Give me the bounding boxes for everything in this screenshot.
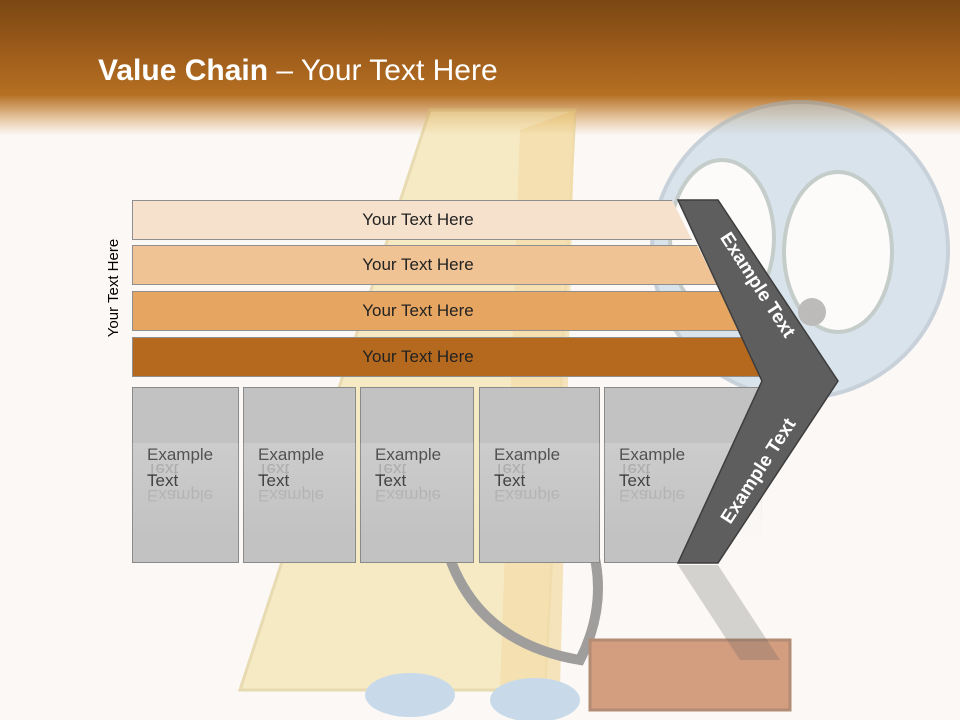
box-1-line-2: Text — [147, 468, 237, 494]
band-label-4: Your Text Here — [362, 347, 474, 366]
title-bold: Value Chain — [98, 54, 269, 87]
title-rest: – Your Text Here — [268, 54, 498, 87]
box-2-line-2: Text — [258, 468, 348, 494]
activity-box-2: Example Text — [243, 387, 356, 563]
value-band-4: Your Text Here — [132, 337, 764, 377]
box-5-line-1: Example — [619, 442, 709, 468]
box-3-line-1: Example — [375, 442, 465, 468]
box-1-line-1: Example — [147, 442, 237, 468]
box-4-line-1: Example — [494, 442, 584, 468]
band-label-1: Your Text Here — [362, 210, 474, 229]
band-label-2: Your Text Here — [362, 255, 474, 274]
chevron-reflection — [678, 565, 780, 660]
box-3-line-2: Text — [375, 468, 465, 494]
activity-box-1: Example Text — [132, 387, 239, 563]
box-2-line-1: Example — [258, 442, 348, 468]
box-4-line-2: Text — [494, 468, 584, 494]
activity-box-3: Example Text — [360, 387, 474, 563]
value-band-1: Your Text Here — [132, 200, 692, 240]
page-title: Value Chain – Your Text Here — [98, 54, 498, 88]
band-label-3: Your Text Here — [362, 301, 474, 320]
value-band-2: Your Text Here — [132, 245, 717, 285]
activity-box-4: Example Text — [479, 387, 600, 563]
value-band-3: Your Text Here — [132, 291, 740, 331]
chevron-shape — [676, 199, 839, 564]
box-5-line-2: Text — [619, 468, 709, 494]
